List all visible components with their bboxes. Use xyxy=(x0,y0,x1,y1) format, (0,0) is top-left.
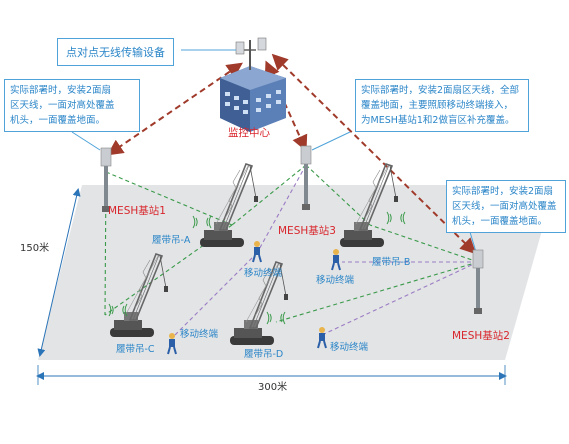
mesh-station-3-label: MESH基站3 xyxy=(278,224,336,237)
width-label: 300米 xyxy=(258,380,287,393)
crane-b-label: 履带吊-B xyxy=(372,257,410,268)
monitor-center-building xyxy=(220,37,286,132)
crane-a-label: 履带吊-A xyxy=(152,235,191,246)
mesh-station-1-label: MESH基站1 xyxy=(108,204,166,217)
mobile-terminal-4-label: 移动终端 xyxy=(330,341,369,353)
mobile-terminal-3-label: 移动终端 xyxy=(180,328,219,340)
note-left: 实际部署时，安装2面扇 区天线，一面对高处覆盖 机头，一面覆盖地面。 xyxy=(4,79,140,132)
depth-dimension-line xyxy=(37,188,81,357)
mobile-terminal-1-label: 移动终端 xyxy=(244,267,283,279)
mobile-terminal-2-label: 移动终端 xyxy=(316,274,355,286)
crane-d-label: 履带吊-D xyxy=(244,349,283,360)
crane-c-label: 履带吊-C xyxy=(116,344,155,355)
ptp-device-title: 点对点无线传输设备 xyxy=(57,38,174,66)
note-center: 实际部署时，安装2面扇区天线，全部 覆盖地面，主要照顾移动终端接入， 为MESH… xyxy=(355,79,529,132)
note-right: 实际部署时，安装2面扇 区天线，一面对高处覆盖 机头，一面覆盖地面。 xyxy=(446,180,566,233)
mesh-station-2-label: MESH基站2 xyxy=(452,329,510,342)
monitor-center-label: 监控中心 xyxy=(228,126,270,139)
depth-label: 150米 xyxy=(20,241,49,254)
